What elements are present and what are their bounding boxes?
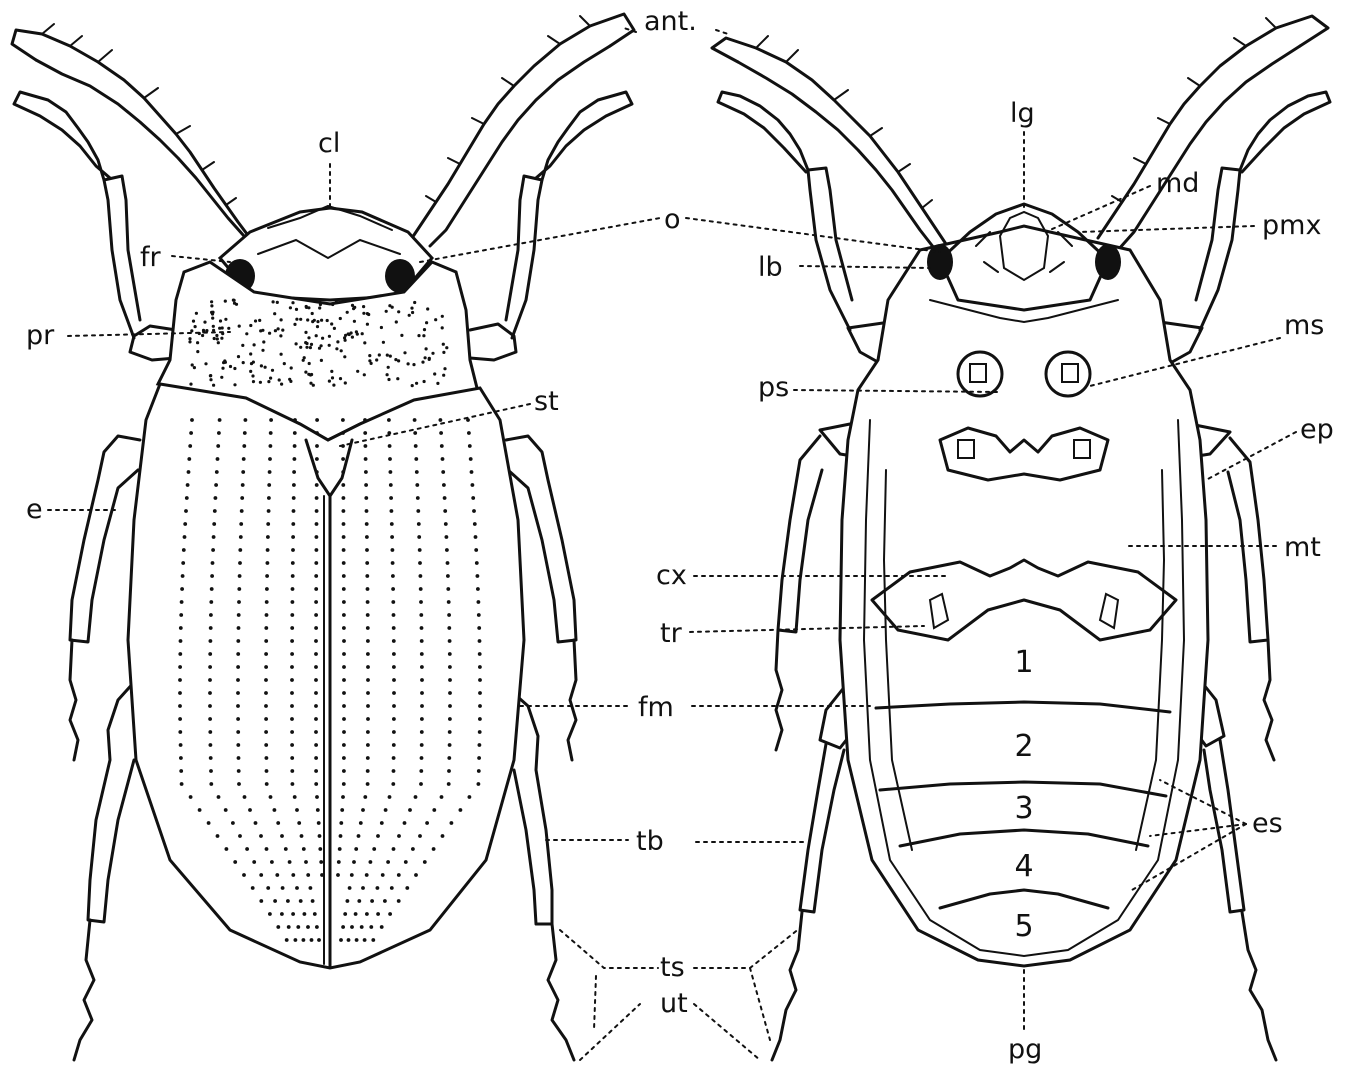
label-pg: pg [1008, 1034, 1042, 1065]
label-mt: mt [1284, 532, 1321, 563]
label-pr: pr [26, 320, 55, 351]
ventral-left-eye [927, 244, 953, 280]
label-fr: fr [140, 242, 162, 273]
sternite-number-3: 3 [1014, 791, 1033, 826]
label-ts: ts [660, 952, 685, 983]
sternite-number-1: 1 [1014, 645, 1033, 680]
ventral-right-eye [1095, 244, 1121, 280]
label-lb: lb [758, 252, 783, 283]
label-cx: cx [656, 560, 687, 591]
sternite-number-4: 4 [1014, 849, 1033, 884]
sternite-number-2: 2 [1014, 729, 1033, 764]
label-pmx: pmx [1262, 210, 1321, 241]
label-fm: fm [638, 692, 674, 723]
label-e: e [26, 494, 43, 525]
label-md: md [1156, 168, 1199, 199]
label-ps: ps [758, 372, 789, 403]
ventral-left-antenna [712, 36, 946, 248]
label-ep: ep [1300, 414, 1334, 445]
ventral-view: 1 2 3 4 5 [712, 16, 1330, 1060]
label-ant: ant. [644, 6, 697, 37]
label-st: st [534, 386, 559, 417]
dorsal-left-antenna [12, 24, 250, 238]
label-lg: lg [1010, 98, 1035, 129]
label-o: o [664, 204, 681, 235]
label-cl: cl [318, 128, 340, 159]
label-ut: ut [660, 988, 688, 1019]
label-es: es [1252, 808, 1283, 839]
label-ms: ms [1284, 310, 1324, 341]
label-tb: tb [636, 826, 664, 857]
dorsal-view [12, 14, 634, 1060]
dorsal-right-antenna [412, 14, 634, 246]
sternite-number-5: 5 [1014, 909, 1033, 944]
label-tr: tr [660, 618, 683, 649]
